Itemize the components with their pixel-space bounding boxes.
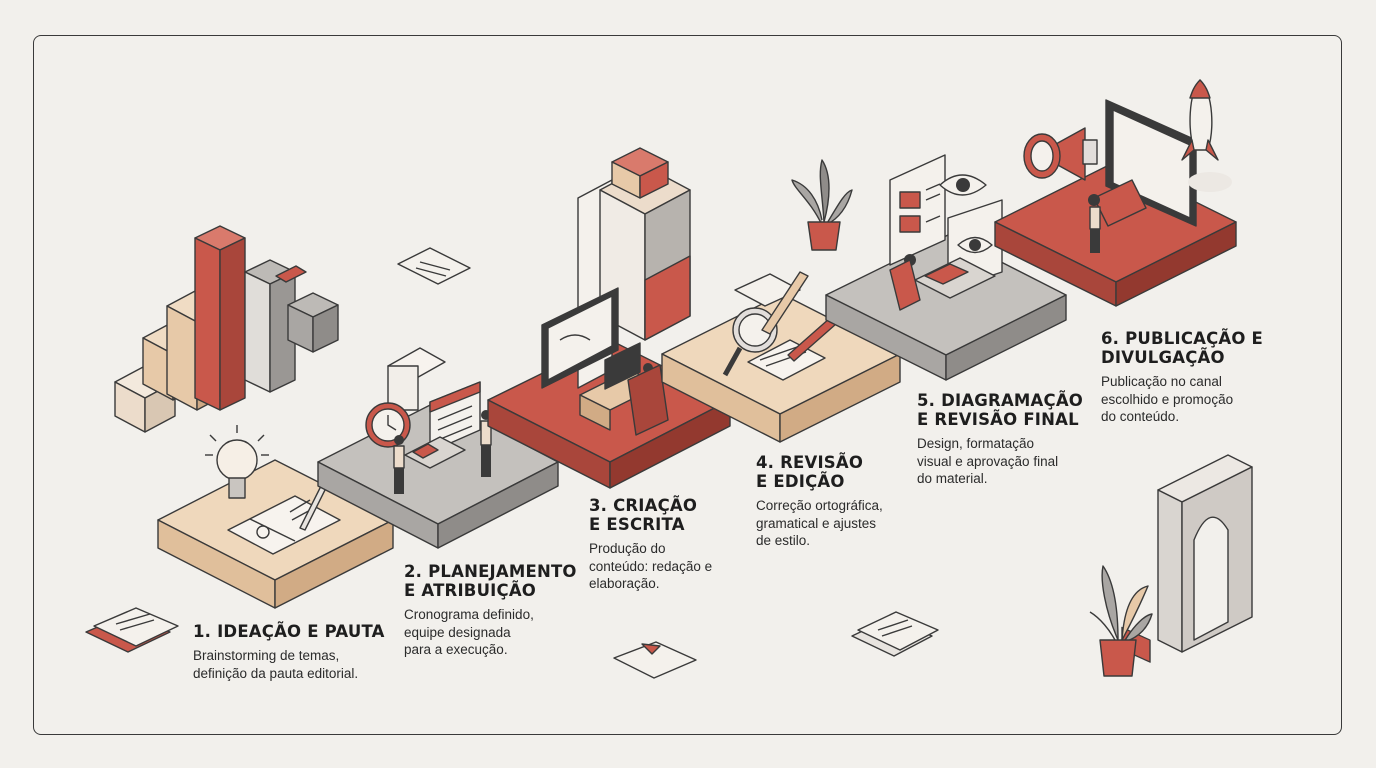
step-description-line-3: elaboração. <box>589 576 660 591</box>
step-title-line-1: 1. IDEAÇÃO E PAUTA <box>193 622 385 641</box>
step-description-line-1: Produção do <box>589 541 666 556</box>
step-title-line-2: E ATRIBUIÇÃO <box>404 581 537 600</box>
arch-icon <box>1157 454 1253 653</box>
step-description-line-1: Design, formatação <box>917 436 1035 451</box>
bar-chart-icon <box>114 225 339 433</box>
paper-icon <box>851 611 939 657</box>
step-title: 5. DIAGRAMAÇÃO E REVISÃO FINAL <box>917 391 1087 429</box>
lightbulb-icon <box>205 425 269 499</box>
step-description-line-1: Publicação no canal <box>1101 374 1222 389</box>
calendar-icon <box>429 381 481 453</box>
step-description-line-1: Brainstorming de temas, <box>193 648 340 663</box>
step-description: Publicação no canal escolhido e promoção… <box>1101 373 1266 426</box>
step-description-line-2: escolhido e promoção <box>1101 391 1234 407</box>
step-title-line-2: DIVULGAÇÃO <box>1101 348 1225 367</box>
step-description-line-3: do material. <box>917 471 988 486</box>
step-description-line-2: definição da pauta editorial. <box>193 665 359 681</box>
paper-icon <box>734 273 801 307</box>
megaphone-icon <box>1023 127 1098 181</box>
step-description: Design, formatação visual e aprovação fi… <box>917 435 1087 488</box>
rocket-icon <box>1181 79 1232 192</box>
step-title-line-1: 5. DIAGRAMAÇÃO <box>917 391 1084 410</box>
step-2: 2. PLANEJAMENTO E ATRIBUIÇÃO Cronograma … <box>404 562 584 659</box>
step-title-line-1: 6. PUBLICAÇÃO E <box>1101 329 1264 348</box>
platform-3 <box>487 147 731 489</box>
step-title-line-2: E ESCRITA <box>589 515 685 534</box>
step-title-line-1: 3. CRIAÇÃO <box>589 496 698 515</box>
step-title-line-1: 4. REVISÃO <box>756 453 864 472</box>
step-description-line-2: conteúdo: redação e <box>589 558 713 574</box>
step-3: 3. CRIAÇÃO E ESCRITA Produção do conteúd… <box>589 496 749 593</box>
platform-1 <box>157 425 394 609</box>
step-1: 1. IDEAÇÃO E PAUTA Brainstorming de tema… <box>193 622 413 682</box>
step-description: Cronograma definido, equipe designada pa… <box>404 606 584 659</box>
person-icon <box>393 410 492 494</box>
eye-icon <box>957 236 993 254</box>
diagram-frame <box>33 35 1342 735</box>
step-title: 6. PUBLICAÇÃO E DIVULGAÇÃO <box>1101 329 1266 367</box>
step-description-line-3: do conteúdo. <box>1101 409 1180 424</box>
step-5: 5. DIAGRAMAÇÃO E REVISÃO FINAL Design, f… <box>917 391 1087 488</box>
paper-icon <box>613 641 697 679</box>
computer-icon <box>541 287 619 389</box>
plant-icon <box>1089 565 1153 677</box>
step-description: Brainstorming de temas, definição da pau… <box>193 647 413 682</box>
step-description: Correção ortográfica, gramatical e ajust… <box>756 497 921 550</box>
step-description-line-3: para a execução. <box>404 642 508 657</box>
step-title: 2. PLANEJAMENTO E ATRIBUIÇÃO <box>404 562 584 600</box>
step-description-line-2: equipe designada <box>404 624 511 640</box>
step-description-line-1: Cronograma definido, <box>404 607 534 622</box>
step-title-line-2: E EDIÇÃO <box>756 472 845 491</box>
step-title-line-1: 2. PLANEJAMENTO <box>404 562 577 581</box>
step-description-line-2: gramatical e ajustes <box>756 515 877 531</box>
step-title-line-2: E REVISÃO FINAL <box>917 410 1079 429</box>
paper-icon <box>85 607 179 653</box>
step-description-line-3: de estilo. <box>756 533 811 548</box>
step-description-line-2: visual e aprovação final <box>917 453 1059 469</box>
platform-5 <box>825 154 1067 381</box>
step-4: 4. REVISÃO E EDIÇÃO Correção ortográfica… <box>756 453 921 550</box>
pen-icon <box>761 271 809 335</box>
step-title: 1. IDEAÇÃO E PAUTA <box>193 622 413 641</box>
step-6: 6. PUBLICAÇÃO E DIVULGAÇÃO Publicação no… <box>1101 329 1266 426</box>
eye-icon <box>939 174 987 196</box>
step-description-line-1: Correção ortográfica, <box>756 498 883 513</box>
step-title: 3. CRIAÇÃO E ESCRITA <box>589 496 749 534</box>
magnifier-icon <box>722 307 778 377</box>
step-title: 4. REVISÃO E EDIÇÃO <box>756 453 921 491</box>
step-description: Produção do conteúdo: redação e elaboraç… <box>589 540 749 593</box>
plant-icon <box>791 159 853 251</box>
